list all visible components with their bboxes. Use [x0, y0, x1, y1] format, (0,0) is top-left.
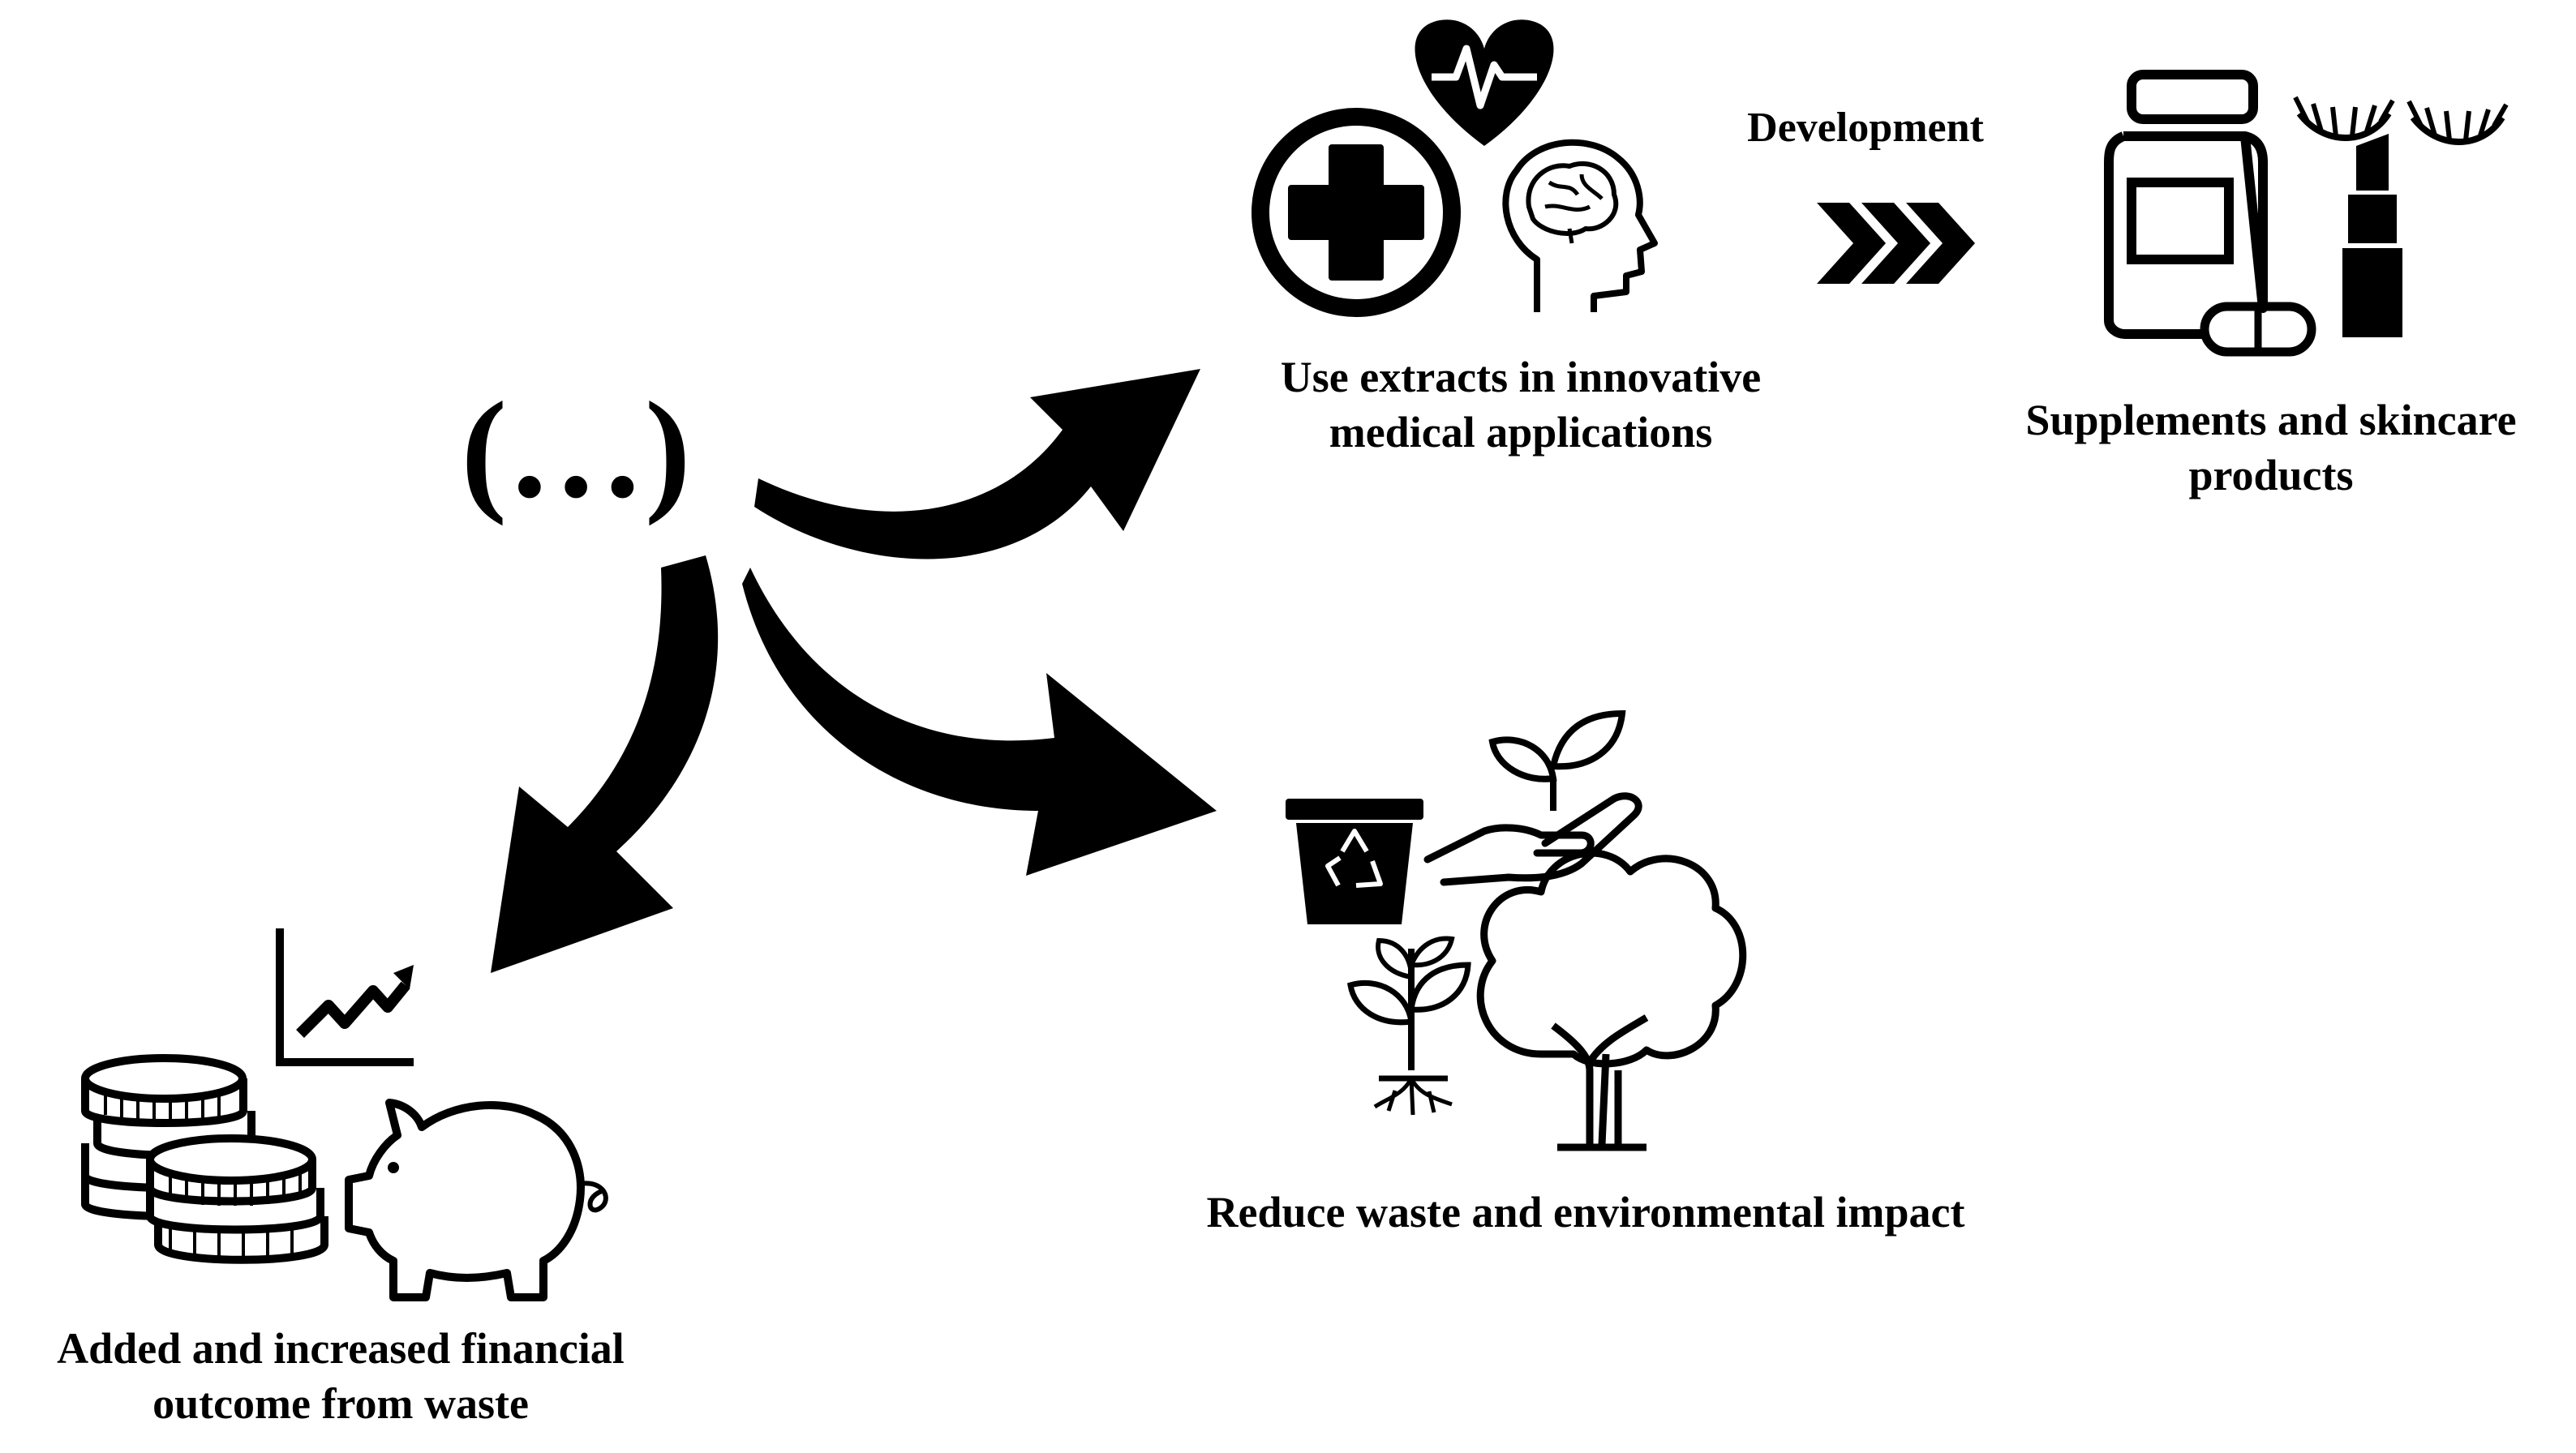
brain-head-icon	[1502, 139, 1658, 312]
financial-outcome-label: Added and increased financial outcome fr…	[0, 1322, 681, 1431]
coin-stack-icon	[81, 1054, 328, 1264]
environment-label-line-1: Reduce waste and environmental impact	[1206, 1188, 1965, 1237]
products-label-line-1: Supplements and skincare	[2025, 396, 2517, 444]
growth-chart-icon	[276, 928, 414, 1066]
medical-label-line-1: Use extracts in innovative	[1280, 353, 1762, 401]
supplements-skincare-label: Supplements and skincare products	[1963, 393, 2576, 503]
source-node: (…)	[461, 374, 691, 526]
medical-applications-label: Use extracts in innovative medical appli…	[1176, 350, 1865, 460]
seedling-roots-icon	[1347, 936, 1471, 1116]
financial-label-line-2: outcome from waste	[152, 1378, 529, 1428]
products-label-line-2: products	[2188, 450, 2354, 499]
lipstick-icon	[2342, 134, 2402, 337]
capsule-icon	[2200, 302, 2316, 357]
medical-label-line-2: medical applications	[1329, 407, 1713, 456]
reduce-waste-label: Reduce waste and environmental impact	[1079, 1185, 2093, 1241]
recycle-bin-icon	[1286, 799, 1423, 924]
development-label: Development	[1747, 105, 1984, 151]
tree-icon	[1476, 849, 1747, 1151]
eyelashes-icon	[2293, 96, 2509, 145]
supplement-bottle-icon	[2104, 70, 2268, 339]
medical-cross-icon	[1252, 108, 1461, 317]
financial-label-line-1: Added and increased financial	[57, 1324, 625, 1373]
triple-chevron-icon	[1817, 203, 1975, 284]
arrow-to-financial	[491, 555, 719, 973]
heart-pulse-icon	[1415, 19, 1554, 146]
arrow-to-medical	[754, 369, 1200, 559]
piggy-bank-icon	[345, 1099, 608, 1301]
arrow-to-environment	[742, 568, 1217, 876]
